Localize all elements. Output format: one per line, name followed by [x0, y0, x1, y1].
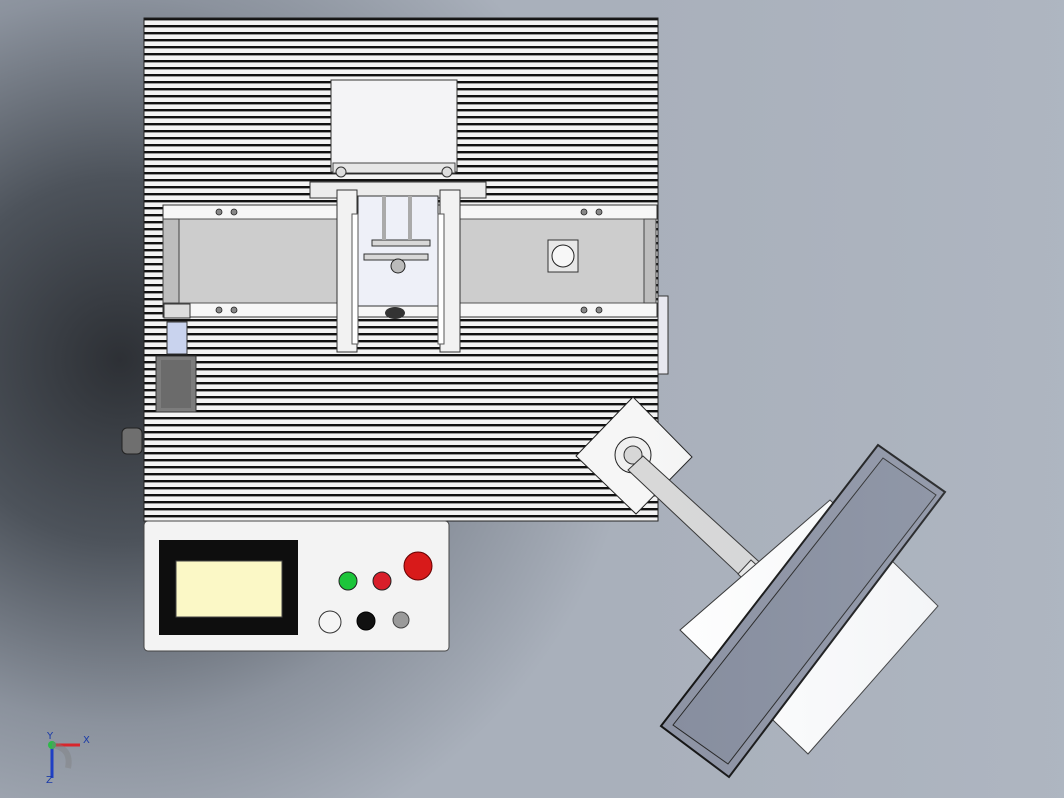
- upper-guide-housing[interactable]: [330, 79, 458, 173]
- axis-z-label: Z: [46, 775, 53, 786]
- side-handle[interactable]: [121, 427, 143, 455]
- swing-arm-monitor[interactable]: [575, 396, 947, 779]
- white-selector-button[interactable]: [318, 610, 342, 634]
- control-panel[interactable]: [143, 520, 450, 652]
- axis-y-label: Y: [47, 731, 54, 742]
- drive-motor[interactable]: [155, 303, 197, 413]
- stop-button[interactable]: [372, 571, 392, 591]
- black-selector-button[interactable]: [356, 611, 376, 631]
- gray-indicator-lamp[interactable]: [392, 611, 410, 629]
- hmi-touchscreen[interactable]: [175, 560, 283, 618]
- axis-x-label: X: [83, 735, 90, 746]
- press-unit[interactable]: [336, 189, 461, 353]
- emergency-stop-button[interactable]: [403, 551, 433, 581]
- start-button[interactable]: [338, 571, 358, 591]
- side-bracket: [657, 295, 669, 375]
